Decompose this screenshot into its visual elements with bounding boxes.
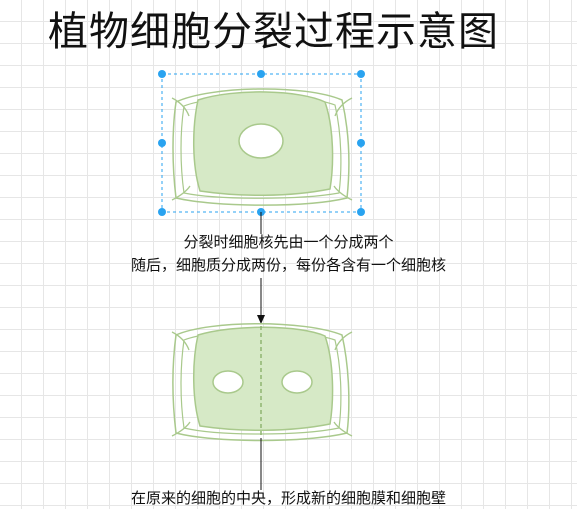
cytoplasm bbox=[193, 326, 334, 431]
nucleus bbox=[238, 123, 284, 159]
plant-cell-before-division[interactable] bbox=[171, 88, 353, 206]
diagram-title: 植物细胞分裂过程示意图 bbox=[48, 9, 499, 55]
resize-handle[interactable] bbox=[158, 139, 166, 147]
resize-handle[interactable] bbox=[257, 70, 265, 78]
nucleus-left bbox=[212, 370, 244, 394]
selection-frame[interactable] bbox=[158, 70, 365, 216]
wall-flare-left bbox=[171, 97, 191, 201]
resize-handle[interactable] bbox=[357, 208, 365, 216]
wall-flare-right bbox=[333, 331, 353, 437]
step2-caption: 在原来的细胞的中央，形成新的细胞膜和细胞壁 bbox=[130, 489, 446, 507]
resize-handle[interactable] bbox=[158, 70, 166, 78]
plant-cell-dividing[interactable] bbox=[171, 323, 353, 442]
step1-caption-line1: 分裂时细胞核先由一个分成两个 bbox=[183, 233, 394, 251]
resize-handle[interactable] bbox=[158, 208, 166, 216]
nucleus-right bbox=[281, 370, 313, 394]
step1-caption-line2: 随后，细胞质分成两份，每份各含有一个细胞核 bbox=[130, 256, 446, 274]
resize-handle[interactable] bbox=[357, 70, 365, 78]
wall-flare-left bbox=[171, 331, 191, 437]
wall-flare-right bbox=[333, 97, 353, 201]
resize-handle[interactable] bbox=[357, 139, 365, 147]
